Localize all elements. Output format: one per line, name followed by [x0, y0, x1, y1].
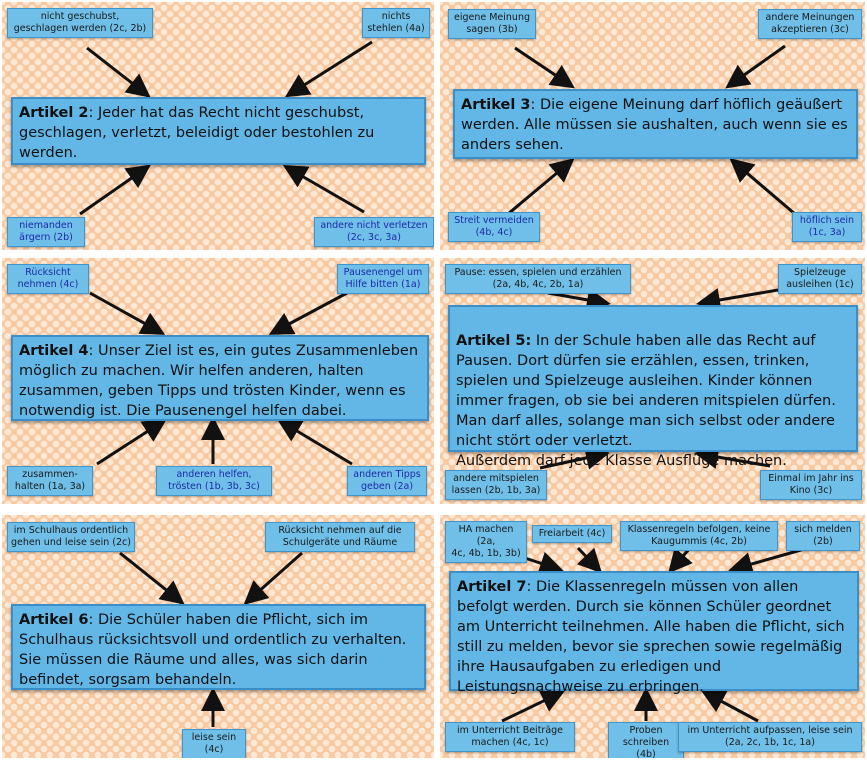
- panel-artikel-6: Artikel 6: Die Schüler haben die Pflicht…: [2, 515, 434, 758]
- note-item: Freiarbeit (4c): [532, 525, 612, 543]
- note-item: andere nicht verletzen (2c, 3c, 3a): [314, 217, 434, 247]
- note-item: nicht geschubst, geschlagen werden (2c, …: [7, 8, 153, 38]
- note-item: Rücksicht nehmen auf die Schulgeräte und…: [265, 522, 415, 552]
- arrows-artikel-2: [79, 40, 373, 216]
- article-box: Artikel 6: Die Schüler haben die Pflicht…: [11, 604, 426, 690]
- article-text: : Unser Ziel ist es, ein gutes Zusammenl…: [19, 343, 419, 419]
- note-item: Proben schreiben (4b): [608, 722, 684, 758]
- note-item: andere mitspielen lassen (2b, 1b, 3a): [445, 470, 547, 500]
- article-heading: Artikel 5:: [456, 333, 532, 349]
- note-item: Pausenengel um Hilfe bitten (1a): [337, 264, 429, 294]
- panel-artikel-5: Artikel 5: In der Schule haben alle das …: [440, 258, 865, 504]
- article-box: Artikel 7: Die Klassenregeln müssen von …: [449, 571, 859, 695]
- note-item: nichts stehlen (4a): [362, 8, 430, 38]
- arrows-artikel-4: [89, 291, 353, 466]
- panel-artikel-7: Artikel 7: Die Klassenregeln müssen von …: [440, 515, 865, 758]
- note-item: höflich sein (1c, 3a): [792, 212, 862, 242]
- note-item: zusammen- halten (1a, 3a): [7, 466, 93, 496]
- article-text: In der Schule haben alle das Recht auf P…: [456, 333, 836, 469]
- article-heading: Artikel 4: [19, 343, 89, 359]
- arrows-artikel-7: [501, 546, 809, 723]
- article-text: : Die Schüler haben die Pflicht, sich im…: [19, 612, 407, 688]
- note-item: Einmal im Jahr ins Kino (3c): [760, 470, 862, 500]
- note-item: im Unterricht Beiträge machen (4c, 1c): [445, 722, 575, 752]
- article-text: : Die eigene Meinung darf höflich geäuße…: [461, 97, 848, 153]
- note-item: Klassenregeln befolgen, keine Kaugummis …: [620, 521, 778, 551]
- note-item: anderen helfen, trösten (1b, 3b, 3c): [156, 466, 272, 496]
- arrows-artikel-3: [507, 44, 796, 216]
- article-box: Artikel 5: In der Schule haben alle das …: [448, 305, 858, 469]
- note-item: HA machen (2a, 4c, 4b, 1b, 3b): [445, 521, 527, 563]
- note-item: im Unterricht aufpassen, leise sein (2a,…: [678, 722, 862, 752]
- article-heading: Artikel 6: [19, 612, 89, 628]
- note-item: Streit vermeiden (4b, 4c): [448, 212, 540, 242]
- note-item: sich melden (2b): [786, 521, 860, 551]
- article-box: Artikel 2: Jeder hat das Recht nicht ges…: [11, 97, 426, 165]
- note-item: Rücksicht nehmen (4c): [7, 264, 89, 294]
- note-item: anderen Tipps geben (2a): [347, 466, 427, 496]
- article-box: Artikel 4: Unser Ziel ist es, ein gutes …: [11, 335, 429, 421]
- article-text: : Jeder hat das Recht nicht geschubst, g…: [19, 105, 375, 161]
- arrows-artikel-5: [539, 288, 779, 470]
- article-heading: Artikel 3: [461, 97, 531, 113]
- panel-artikel-2: Artikel 2: Jeder hat das Recht nicht ges…: [2, 2, 434, 250]
- note-item: Spielzeuge ausleihen (1c): [778, 264, 862, 294]
- note-item: andere Meinungen akzeptieren (3c): [758, 9, 862, 39]
- panel-artikel-3: Artikel 3: Die eigene Meinung darf höfli…: [440, 2, 865, 250]
- panel-artikel-4: Artikel 4: Unser Ziel ist es, ein gutes …: [2, 258, 434, 504]
- note-item: eigene Meinung sagen (3b): [448, 9, 536, 39]
- article-box: Artikel 3: Die eigene Meinung darf höfli…: [453, 89, 858, 159]
- article-text: : Die Klassenregeln müssen von allen bef…: [457, 579, 845, 695]
- note-item: niemanden ärgern (2b): [7, 217, 85, 247]
- note-item: Pause: essen, spielen und erzählen (2a, …: [445, 264, 631, 294]
- article-heading: Artikel 7: [457, 579, 527, 595]
- arrows-artikel-6: [119, 551, 303, 727]
- note-item: im Schulhaus ordentlich gehen und leise …: [7, 522, 135, 552]
- note-item: leise sein (4c): [182, 729, 246, 758]
- article-heading: Artikel 2: [19, 105, 89, 121]
